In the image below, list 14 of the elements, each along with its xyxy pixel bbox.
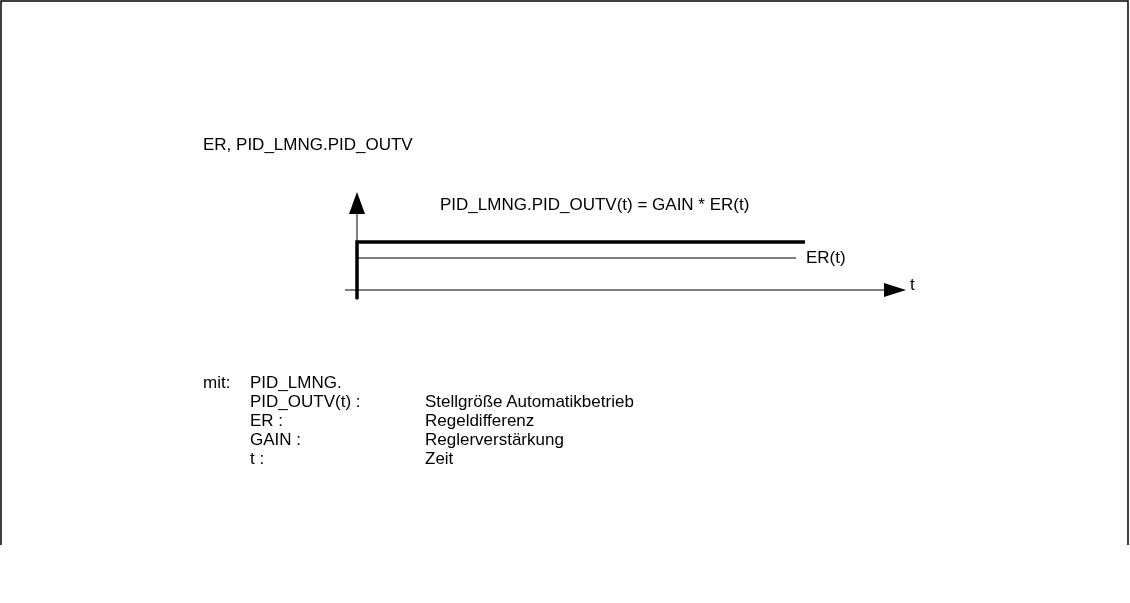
definition-text: Stellgröße Automatikbetrieb — [425, 392, 634, 412]
symbol-text: PID_LMNG. — [250, 373, 342, 393]
definition-text: Reglerverstärkung — [425, 430, 564, 450]
definition-text: Regeldifferenz — [425, 411, 535, 431]
symbol-text: ER : — [250, 411, 284, 431]
formula-text: PID_LMNG.PID_OUTV(t) = GAIN * ER(t) — [440, 195, 750, 215]
curve-label: ER(t) — [806, 248, 846, 268]
axis-label: ER, PID_LMNG.PID_OUTV — [203, 135, 413, 155]
symbol-text: GAIN : — [250, 430, 301, 450]
definition-text: Zeit — [425, 449, 454, 469]
legend-heading: mit: — [203, 373, 231, 393]
symbol-text: t : — [250, 449, 265, 469]
symbol-text: PID_OUTV(t) : — [250, 392, 361, 412]
axis-label: t — [910, 275, 915, 295]
